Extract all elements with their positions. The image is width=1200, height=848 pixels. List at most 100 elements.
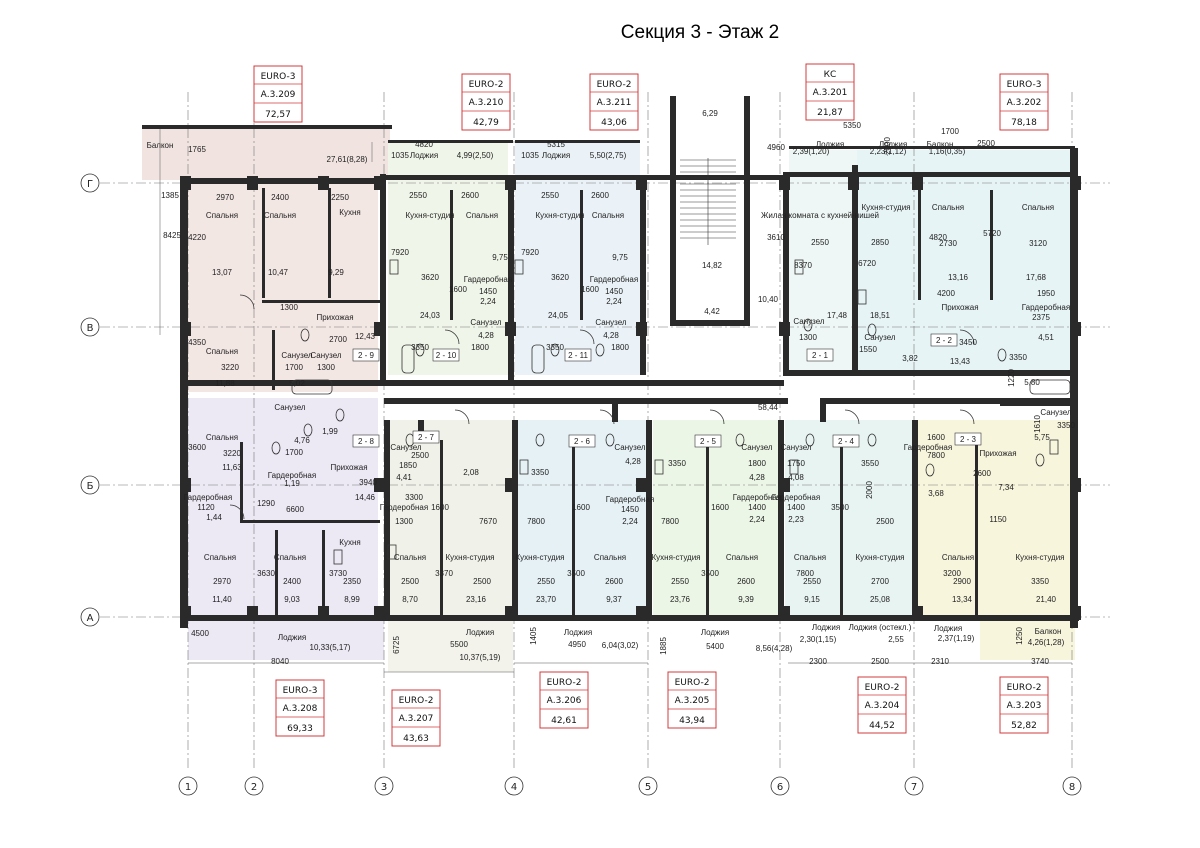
room-label: 1885 (659, 637, 668, 655)
column (318, 176, 329, 190)
room-label: 5400 (706, 642, 724, 651)
room-label: 1800 (471, 343, 489, 352)
room-label: Кухня-студия (861, 203, 910, 212)
zone-apt-210 (388, 143, 508, 375)
column (912, 176, 923, 190)
room-label: Спальня (204, 553, 236, 562)
wall-segment (384, 175, 784, 180)
tag-area: 43,06 (601, 118, 627, 128)
sink-icon (794, 259, 804, 275)
tag-code: А.3.206 (547, 696, 582, 706)
room-label: Кухня-студия (1015, 553, 1064, 562)
sink-icon (389, 259, 399, 275)
room-label: Жилая комната с кухней-нишей (761, 211, 879, 220)
room-label: 1700 (285, 448, 303, 457)
room-label: 4,28 (603, 331, 619, 340)
room-label: Спальня (206, 433, 238, 442)
wall-segment (618, 398, 788, 404)
room-label: 1600 (581, 285, 599, 294)
wall-segment (572, 440, 575, 620)
axis-bubble (638, 776, 658, 796)
column (848, 176, 859, 190)
wall-segment (388, 140, 513, 143)
room-label: 3600 (188, 443, 206, 452)
room-label: 3350 (546, 343, 564, 352)
column (180, 606, 191, 620)
walls (142, 96, 1081, 628)
sink-icon (387, 544, 397, 560)
room-label: Лоджия (564, 628, 592, 637)
tag-area: 69,33 (287, 724, 313, 734)
room-label: 11,88 (215, 379, 235, 388)
room-label: 3,82 (902, 354, 918, 363)
room-label: Лоджия (812, 623, 840, 632)
room-label: 4820 (415, 140, 433, 149)
room-label: Спальня (594, 553, 626, 562)
room-label: 2000 (883, 137, 892, 155)
toilet-icon (803, 318, 813, 332)
zone-apt-204 (785, 420, 915, 620)
room-label: Лоджия (816, 140, 844, 149)
tag-area: 42,79 (473, 118, 499, 128)
toilet-icon (535, 433, 545, 447)
apartment-number-box (412, 430, 440, 444)
room-label: 11,40 (212, 595, 232, 604)
sink-icon (857, 289, 867, 305)
room-label: 2850 (871, 238, 889, 247)
axis-label: 4 (511, 782, 517, 793)
room-label: 2,23(1,12) (870, 147, 907, 156)
room-label: Гардеробная (733, 493, 781, 502)
room-label: Лоджия (466, 628, 494, 637)
wall-segment (512, 420, 518, 620)
axis-bubble (80, 607, 100, 627)
room-label: Прихожая (979, 449, 1016, 458)
wall-segment (840, 440, 843, 620)
room-label: 9,75 (492, 253, 508, 262)
room-label: 2310 (931, 657, 949, 666)
room-label: 2,55 (888, 635, 904, 644)
tag-type: КС (824, 70, 837, 80)
room-label: Спальня (726, 553, 758, 562)
room-label: Кухня (339, 208, 360, 217)
room-label: 8,70 (402, 595, 418, 604)
room-label: Гардеробная (464, 275, 512, 284)
door-swing (599, 409, 615, 425)
wall-segment (975, 440, 978, 620)
room-label: 23,70 (536, 595, 557, 604)
apartment-zones (142, 128, 1075, 672)
room-label: 1550 (859, 345, 877, 354)
room-label: 2500 (876, 517, 894, 526)
room-label: Санузел (741, 443, 772, 452)
room-label: 2400 (271, 193, 289, 202)
sink-icon (789, 459, 799, 475)
wall-segment (670, 320, 750, 326)
tag-frame (805, 63, 855, 121)
room-label: Гардеробная (380, 503, 428, 512)
column (912, 606, 923, 620)
toilet-icon (867, 433, 877, 447)
room-label: 18,51 (870, 311, 891, 320)
room-label: 3350 (668, 459, 686, 468)
room-label: 3350 (411, 343, 429, 352)
room-label: Балкон (147, 141, 174, 150)
column (1070, 176, 1081, 190)
room-label: 1250 (1015, 627, 1024, 645)
wall-segment (262, 300, 382, 303)
wall-segment (180, 178, 188, 628)
room-label: 4,28 (749, 473, 765, 482)
room-label: 4220 (188, 233, 206, 242)
wall-segment (272, 330, 275, 390)
tag-code: А.3.207 (399, 714, 434, 724)
room-label: Лоджия (934, 624, 962, 633)
room-label: 1600 (431, 503, 449, 512)
axis-label: Г (87, 179, 93, 190)
page-title: Секция 3 - Этаж 2 (621, 22, 779, 43)
room-label: 1800 (611, 343, 629, 352)
room-label: Прихожая (316, 313, 353, 322)
room-label: Санузел (780, 443, 811, 452)
door-swing (444, 329, 460, 345)
